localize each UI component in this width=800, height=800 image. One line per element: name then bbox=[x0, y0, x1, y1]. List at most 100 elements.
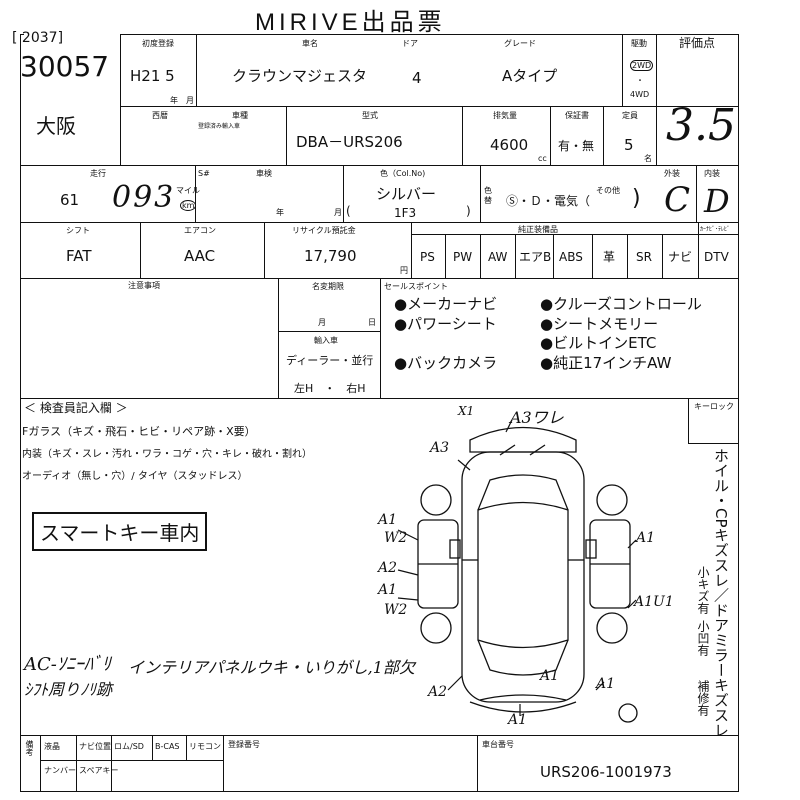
label-doors: ドア bbox=[402, 39, 418, 48]
footer-lcd: 液晶 bbox=[44, 742, 60, 751]
label-navi-tv: ｶｰﾅﾋﾞ･ﾃﾚﾋﾞ bbox=[700, 226, 731, 233]
insp-year: 年 bbox=[276, 208, 284, 217]
sales-point-text: 純正17インチAW bbox=[553, 354, 672, 372]
footer-chassis-label: 車台番号 bbox=[482, 740, 514, 749]
mark-w2-left-1: W2 bbox=[384, 530, 408, 546]
shift-value: FAT bbox=[66, 247, 92, 265]
displacement-value: 4600 bbox=[490, 136, 529, 154]
color-value: シルバー bbox=[376, 185, 437, 203]
month-unit: 月 bbox=[186, 96, 194, 105]
mark-a1-left-2: A1 bbox=[378, 582, 398, 598]
label-score: 評価点 bbox=[678, 36, 715, 50]
audio-line: オーディオ（無し・穴）/ タイヤ（スタッドレス） bbox=[22, 471, 248, 482]
capacity-unit: 名 bbox=[644, 154, 652, 163]
label-displacement: 排気量 bbox=[493, 111, 517, 120]
label-history: 名変期限 bbox=[312, 282, 344, 291]
interior-grade: D bbox=[704, 182, 730, 220]
footer-navi-pos: ナビ位置 bbox=[79, 742, 111, 751]
mileage-handwritten: 093 bbox=[112, 180, 176, 215]
key-lock-label: キーロック bbox=[694, 402, 734, 411]
score-value: 3.5 bbox=[666, 100, 736, 151]
equip-dtv: DTV bbox=[704, 250, 729, 264]
label-import: 輸入車 bbox=[314, 336, 338, 345]
doors-value: 4 bbox=[412, 69, 422, 87]
capacity-value: 5 bbox=[624, 136, 634, 154]
mark-a3-left: A3 bbox=[430, 440, 450, 456]
exterior-grade: C bbox=[664, 180, 691, 220]
import-note: 登録済み輸入車 bbox=[198, 123, 241, 130]
inspector-label: ＜ 検査員記入欄 ＞ bbox=[24, 401, 128, 415]
label-color: 色（Col.No) bbox=[380, 169, 426, 178]
sales-point-1: ●メーカーナビ bbox=[394, 295, 498, 313]
paint-paren-close: ) bbox=[632, 186, 641, 211]
equip-navi: ナビ bbox=[668, 250, 693, 264]
warranty-value: 有・無 bbox=[558, 139, 595, 153]
mark-a1-front: A1 bbox=[540, 668, 560, 684]
handle-side: 左H ・ 右H bbox=[294, 382, 366, 395]
site-name: 大阪 bbox=[36, 114, 76, 138]
dealer-parallel: ディーラー・並行 bbox=[286, 354, 374, 367]
recycle-value: 17,790 bbox=[304, 247, 357, 265]
glass-line: Fガラス（キズ・飛石・ヒビ・リペア跡・X要） bbox=[22, 425, 256, 438]
label-model-type: 車種 bbox=[232, 111, 248, 120]
color-no-value: 1F3 bbox=[394, 206, 417, 220]
label-interior: 内装 bbox=[704, 169, 720, 178]
color-paren-close: ) bbox=[466, 204, 471, 218]
year-unit: 年 bbox=[170, 96, 178, 105]
mileage-prefix: 61 bbox=[60, 191, 80, 209]
color-change-label: 色替 bbox=[484, 186, 492, 205]
cc-unit: cc bbox=[538, 154, 547, 163]
code-value: 2037 bbox=[21, 30, 58, 46]
label-warranty: 保証書 bbox=[565, 111, 589, 120]
sales-point-2: ●クルーズコントロール bbox=[540, 295, 702, 313]
sales-point-4: ●シートメモリー bbox=[540, 315, 659, 333]
sales-point-text: メーカーナビ bbox=[407, 295, 498, 313]
label-model: 型式 bbox=[362, 111, 378, 120]
ac-value: AAC bbox=[184, 247, 216, 265]
mark-a3-ware: A3ワレ bbox=[510, 408, 564, 427]
mark-a2-front: A2 bbox=[428, 684, 448, 700]
label-capacity: 定員 bbox=[622, 111, 638, 120]
equip-aw: AW bbox=[488, 250, 508, 264]
label-grade: グレード bbox=[504, 39, 536, 48]
drive-2wd: 2WD bbox=[630, 60, 654, 71]
lot-number: 30057 bbox=[20, 50, 110, 83]
footer-spare-key: スペアキー bbox=[79, 766, 119, 775]
footer-remote: リモコン bbox=[189, 742, 221, 751]
label-sales: セールスポイント bbox=[384, 282, 448, 291]
sales-point-text: バックカメラ bbox=[407, 354, 498, 372]
side-small-1: 小キズ有 bbox=[696, 566, 710, 614]
hw-note-3: インテリアパネルウキ・いりがし,1部欠 bbox=[128, 658, 415, 677]
equip-abs: ABS bbox=[559, 250, 583, 264]
grade-value: Aタイプ bbox=[502, 67, 558, 85]
side-small-2: 小凹有 bbox=[696, 620, 710, 656]
sales-point-text: クルーズコントロール bbox=[553, 295, 702, 313]
footer-rom-sd: ロム/SD bbox=[114, 742, 144, 751]
hw-note-2: ｼﾌﾄ周りﾉﾘ跡 bbox=[24, 680, 113, 699]
label-notes: 注意事項 bbox=[128, 281, 160, 290]
label-inspection: 車検 bbox=[256, 169, 272, 178]
mark-a1-right-1: A1 bbox=[636, 530, 656, 546]
label-equipment: 純正装備品 bbox=[518, 225, 558, 234]
footer-number: ナンバー bbox=[44, 766, 76, 775]
insp-month: 月 bbox=[334, 208, 342, 217]
first-reg-value: H21 5 bbox=[130, 67, 175, 85]
mark-a2-left: A2 bbox=[378, 560, 398, 576]
label-ac: エアコン bbox=[184, 226, 216, 235]
equip-airbag: エアB bbox=[519, 250, 552, 264]
equip-pw: PW bbox=[453, 250, 473, 264]
sales-point-3: ●パワーシート bbox=[394, 315, 497, 333]
hw-note-1: AC-ｿﾆｰﾊﾞﾘ bbox=[24, 654, 111, 675]
label-recycle: リサイクル預託金 bbox=[292, 226, 356, 235]
drive-dot: ・ bbox=[636, 76, 644, 85]
chassis-number: URS206-1001973 bbox=[540, 763, 672, 781]
equip-sr: SR bbox=[636, 250, 652, 264]
footer-reg-no: 登録番号 bbox=[228, 740, 260, 749]
footer-bcas: B-CAS bbox=[155, 742, 180, 751]
paint-type: Ⓢ・Ｄ・電気（ bbox=[506, 194, 591, 208]
history-month: 月 bbox=[318, 318, 326, 327]
yen-unit: 円 bbox=[400, 266, 408, 275]
sales-point-6: ●バックカメラ bbox=[394, 354, 498, 372]
mark-a1u1-right: A1U1 bbox=[634, 594, 674, 610]
car-name-value: クラウンマジェスタ bbox=[232, 67, 368, 85]
